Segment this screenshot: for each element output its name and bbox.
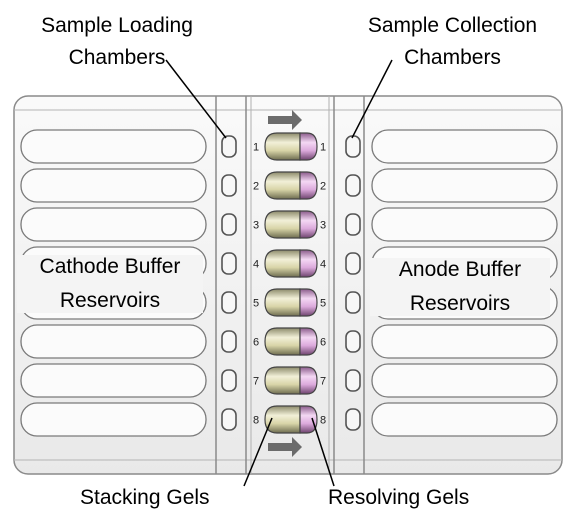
label-cathode-line2: Reservoirs	[59, 289, 161, 312]
cathode-reservoir-slot	[20, 129, 207, 164]
lane-number-right: 5	[320, 298, 326, 310]
stacking-gel	[264, 327, 301, 356]
label-sample-collection: Sample Collection Chambers	[340, 14, 565, 70]
resolving-gel	[299, 405, 318, 434]
cathode-reservoir-slot	[20, 207, 207, 242]
gel-lane	[264, 288, 318, 317]
lane-number-right: 4	[320, 259, 326, 271]
sample-loading-chamber	[221, 330, 237, 353]
lane-number-left: 3	[253, 220, 259, 232]
lane-number-right: 3	[320, 220, 326, 232]
gel-lane	[264, 405, 318, 434]
sample-loading-chamber	[221, 369, 237, 392]
pointer-sample-loading	[165, 59, 227, 139]
lane-number-left: 5	[253, 298, 259, 310]
lane-number-left: 2	[253, 181, 259, 193]
resolving-gel	[299, 171, 318, 200]
cathode-reservoir-slot	[20, 402, 207, 437]
anode-reservoir-slot	[371, 324, 558, 359]
pointer-stacking-gels	[243, 417, 273, 487]
sample-collection-chamber	[345, 174, 361, 197]
resolving-gel	[299, 288, 318, 317]
label-anode-line1: Anode Buffer	[398, 258, 522, 281]
anode-reservoir-slot	[371, 363, 558, 398]
stacking-gel	[264, 288, 301, 317]
label-sample-loading: Sample Loading Chambers	[2, 14, 232, 70]
anode-reservoir-slot	[371, 207, 558, 242]
resolving-gel	[299, 210, 318, 239]
label-stacking-gels: Stacking Gels	[80, 486, 210, 509]
sample-loading-chamber	[221, 252, 237, 275]
lane-number-left: 1	[253, 142, 259, 154]
anode-reservoir-slot	[371, 402, 558, 437]
sample-loading-chamber	[221, 174, 237, 197]
lane-number-right: 1	[320, 142, 326, 154]
lane-number-left: 6	[253, 337, 259, 349]
sample-collection-chamber	[345, 369, 361, 392]
sample-loading-chamber	[221, 408, 237, 431]
stacking-gel	[264, 366, 301, 395]
cathode-reservoir-slot	[20, 168, 207, 203]
label-sample-loading-line2: Chambers	[68, 46, 166, 69]
flow-arrow-bottom-icon	[268, 437, 302, 457]
gel-lane	[264, 171, 318, 200]
sample-collection-chamber	[345, 408, 361, 431]
resolving-gel	[299, 249, 318, 278]
lane-number-left: 4	[253, 259, 259, 271]
cathode-reservoir-slot	[20, 324, 207, 359]
stacking-gel	[264, 249, 301, 278]
stacking-gel	[264, 405, 301, 434]
sample-loading-chamber	[221, 291, 237, 314]
lane-number-right: 6	[320, 337, 326, 349]
gel-lane	[264, 132, 318, 161]
sample-loading-chamber	[221, 135, 237, 158]
lane-number-right: 2	[320, 181, 326, 193]
label-cathode-buffer: Cathode Buffer Reservoirs	[17, 255, 203, 313]
sample-collection-chamber	[345, 291, 361, 314]
stacking-gel	[264, 132, 301, 161]
sample-collection-chamber	[345, 135, 361, 158]
stacking-gel	[264, 210, 301, 239]
pointer-resolving-gels	[311, 417, 335, 487]
label-sample-collection-line2: Chambers	[404, 46, 501, 69]
resolving-gel	[299, 327, 318, 356]
gel-lane	[264, 327, 318, 356]
label-anode-buffer: Anode Buffer Reservoirs	[370, 258, 550, 316]
label-sample-loading-line1: Sample Loading	[41, 14, 193, 37]
lane-number-right: 8	[320, 415, 326, 427]
label-cathode-line1: Cathode Buffer	[39, 255, 181, 278]
flow-arrow-top-icon	[268, 110, 302, 130]
sample-collection-chamber	[345, 213, 361, 236]
resolving-gel	[299, 132, 318, 161]
lane-number-left: 7	[253, 376, 259, 388]
anode-reservoir-slot	[371, 129, 558, 164]
label-sample-collection-line1: Sample Collection	[367, 14, 538, 37]
gel-lane	[264, 366, 318, 395]
sample-collection-chamber	[345, 252, 361, 275]
resolving-gel	[299, 366, 318, 395]
stacking-gel	[264, 171, 301, 200]
cathode-reservoir-slot	[20, 363, 207, 398]
lane-number-left: 8	[253, 415, 259, 427]
label-resolving-gels: Resolving Gels	[328, 486, 470, 509]
label-anode-line2: Reservoirs	[409, 292, 511, 315]
gel-lane	[264, 210, 318, 239]
pointer-sample-collection	[351, 59, 393, 139]
gel-lane	[264, 249, 318, 278]
lane-number-right: 7	[320, 376, 326, 388]
sample-collection-chamber	[345, 330, 361, 353]
sample-loading-chamber	[221, 213, 237, 236]
anode-reservoir-slot	[371, 168, 558, 203]
